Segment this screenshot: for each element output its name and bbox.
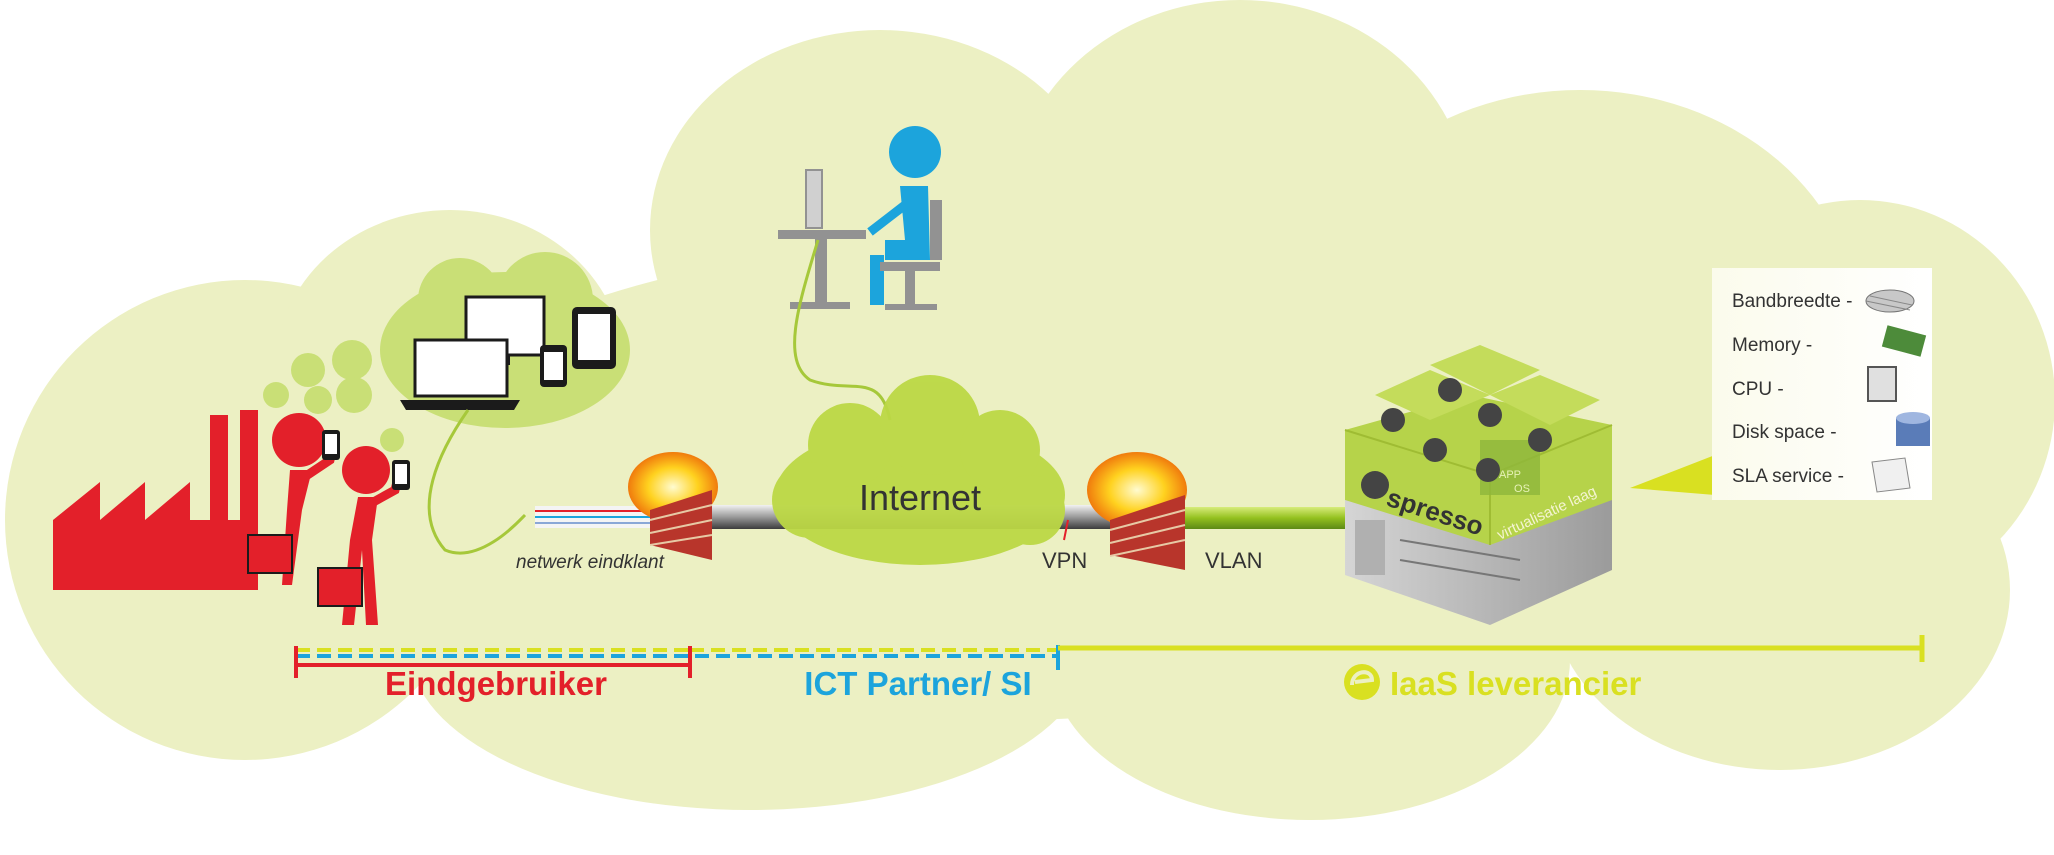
- resource-bandwidth: Bandbreedte -: [1732, 291, 1852, 312]
- client-cable: [427, 409, 527, 555]
- resources-callout: [1630, 455, 1715, 495]
- server-icon: [1344, 345, 1613, 625]
- scroll-icon: [1871, 457, 1911, 493]
- app-label: APP: [1499, 469, 1521, 481]
- end-users-icon: [247, 413, 410, 625]
- worker-cable: [793, 239, 892, 421]
- espresso-logo-icon: [1344, 664, 1380, 700]
- resource-list: Bandbreedte - Memory - CPU - Disk space …: [1732, 291, 1852, 487]
- role-ict-partner: ICT Partner/ SI: [804, 665, 1031, 702]
- internet-cloud: [772, 375, 1065, 565]
- responsibility-lines: [294, 635, 1925, 678]
- network-client-label: netwerk eindklant: [516, 552, 665, 573]
- firewall-right-icon: [1087, 452, 1187, 570]
- role-iaas-provider: IaaS leverancier: [1390, 665, 1642, 702]
- os-label: OS: [1514, 483, 1530, 495]
- vlan-label: VLAN: [1205, 548, 1262, 573]
- resource-cpu: CPU -: [1732, 379, 1784, 400]
- factory-icon: [53, 410, 258, 590]
- resource-memory: Memory -: [1732, 335, 1812, 356]
- role-end-user: Eindgebruiker: [385, 665, 607, 702]
- office-worker-icon: [778, 126, 942, 310]
- vpn-label: VPN: [1042, 548, 1087, 573]
- internet-label: Internet: [859, 477, 981, 518]
- cable-bundle-icon: [1865, 289, 1915, 313]
- database-icon: [1896, 412, 1930, 446]
- devices-icon: [400, 295, 616, 410]
- resource-sla: SLA service -: [1732, 466, 1844, 487]
- resource-disk: Disk space -: [1732, 422, 1837, 443]
- cpu-chip-icon: [1867, 366, 1897, 402]
- memory-chip-icon: [1881, 325, 1927, 357]
- firewall-left-icon: [628, 452, 718, 560]
